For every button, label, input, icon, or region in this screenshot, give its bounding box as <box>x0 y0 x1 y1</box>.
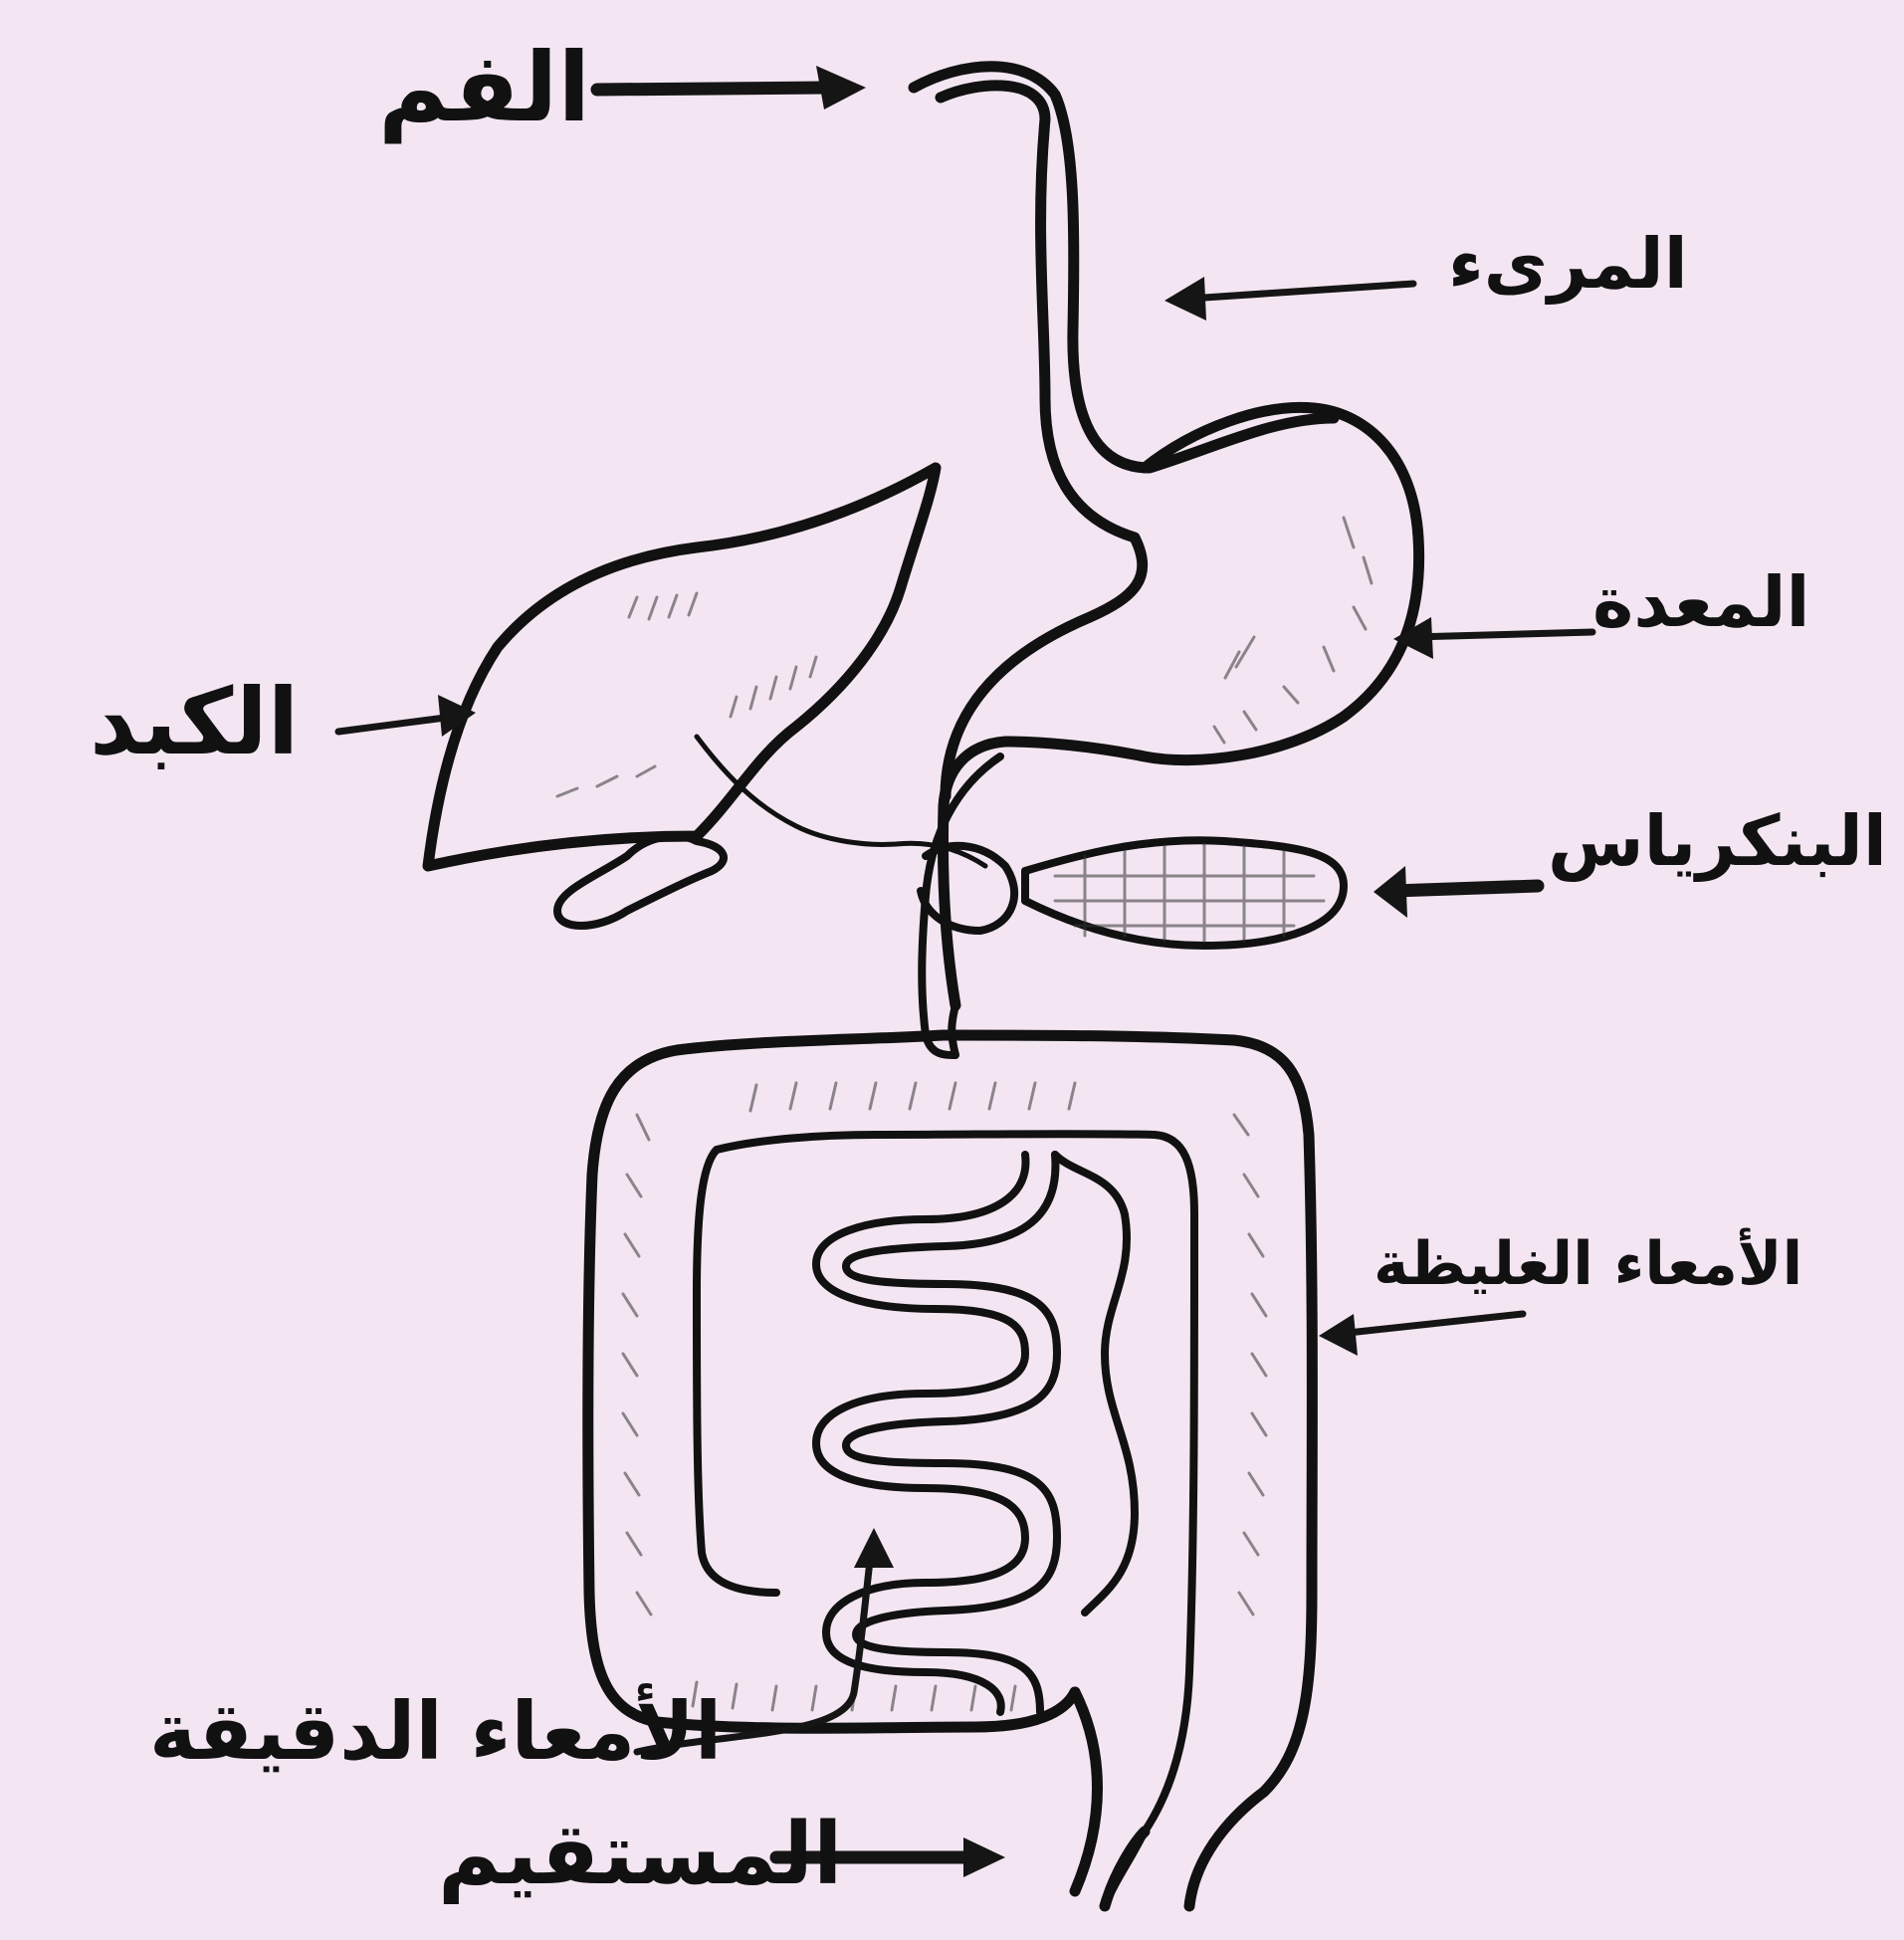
arrowhead-large-intestine <box>1319 1314 1358 1356</box>
label-small-intestine: الأمعاء الدقيقة <box>149 1692 722 1772</box>
pancreas-outline <box>1025 840 1344 946</box>
label-esophagus: المرىء <box>1448 229 1688 299</box>
arrow-stomach <box>1413 632 1592 637</box>
arrow-esophagus <box>1189 284 1413 299</box>
stomach-outline <box>944 407 1419 1005</box>
small-intestine-coil-inner <box>846 1155 1057 1712</box>
arrow-large-intestine <box>1339 1314 1523 1334</box>
colon-inner-left <box>697 1150 776 1593</box>
stomach-lower-edge <box>922 756 1000 1035</box>
arrowhead-small-intestine <box>854 1528 894 1568</box>
arrow-mouth <box>597 88 826 90</box>
esophagus-inner-wall <box>941 86 1143 796</box>
rectum-left-wall <box>1075 1692 1098 1891</box>
rectum-right-wall <box>1105 1832 1145 1906</box>
small-intestine-right-wall <box>1055 1155 1135 1613</box>
label-pancreas: البنكرياس <box>1548 806 1887 876</box>
arrowhead-rectum <box>963 1837 1005 1877</box>
label-liver: الكبد <box>90 677 299 768</box>
label-stomach: المعدة <box>1592 567 1809 637</box>
label-rectum: المستقيم <box>438 1812 842 1897</box>
label-large-intestine: الأمعاء الغليظة <box>1374 1234 1802 1294</box>
label-mouth: الفم <box>378 40 590 135</box>
arrow-liver <box>338 717 453 732</box>
arrowhead-mouth <box>816 66 866 109</box>
arrowhead-pancreas <box>1374 866 1407 918</box>
liver-outline <box>428 468 936 866</box>
liver-shading <box>557 593 816 796</box>
arrow-pancreas <box>1393 886 1538 891</box>
arrowhead-esophagus <box>1164 277 1206 321</box>
pancreas-texture <box>1055 844 1324 942</box>
gallbladder-outline <box>557 836 724 926</box>
